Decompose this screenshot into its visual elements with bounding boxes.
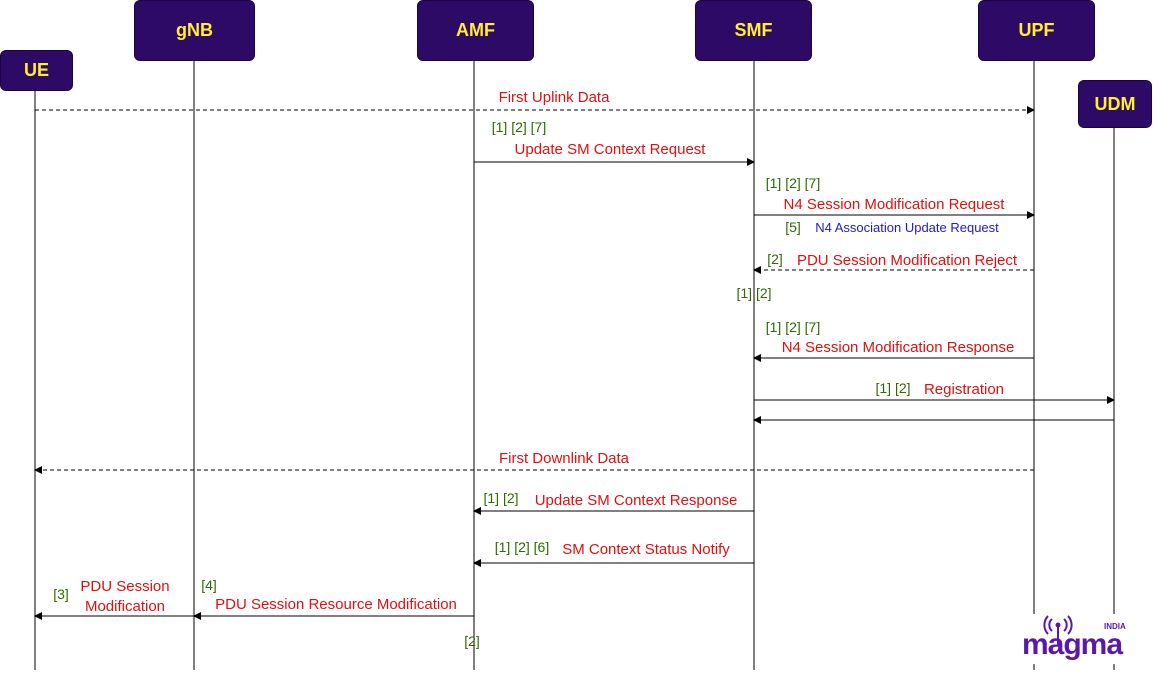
spec-ref-label: [1] [2]: [736, 285, 771, 301]
message-label: PDU Session: [80, 578, 169, 595]
spec-ref-label: [1] [2] [7]: [766, 175, 820, 191]
message-label: Update SM Context Response: [535, 492, 738, 509]
message-label: PDU Session Modification Reject: [797, 252, 1018, 269]
spec-ref-label: [3]: [53, 586, 69, 602]
spec-ref-label: [1] [2]: [875, 380, 910, 396]
message-label: PDU Session Resource Modification: [215, 596, 457, 613]
node-smf-label: SMF: [734, 20, 773, 40]
node-gnb-label: gNB: [176, 20, 213, 40]
node-upf-label: UPF: [1018, 20, 1055, 40]
magma-logo: magma INDIA: [1018, 614, 1136, 664]
message-label: SM Context Status Notify: [562, 541, 730, 558]
node-amf-label: AMF: [456, 20, 495, 40]
antenna-signal-icon: [1043, 615, 1073, 646]
message-label: N4 Session Modification Request: [784, 196, 1006, 213]
message-label: First Uplink Data: [499, 89, 611, 106]
node-udm: UDM: [1078, 80, 1152, 128]
note-label: N4 Association Update Request: [815, 220, 999, 235]
node-udm-label: UDM: [1094, 93, 1136, 114]
logo-subtitle: INDIA: [1104, 622, 1126, 631]
spec-ref-label: [5]: [785, 219, 801, 235]
spec-ref-label: [1] [2]: [483, 490, 518, 506]
spec-ref-label: [1] [2] [7]: [766, 319, 820, 335]
spec-ref-label: [2]: [767, 251, 783, 267]
logo-wordmark: magma: [1022, 628, 1123, 661]
node-smf: SMF: [695, 0, 812, 61]
spec-ref-label: [1] [2] [7]: [492, 119, 546, 135]
message-label: Registration: [924, 381, 1004, 398]
node-ue-label: UE: [23, 60, 49, 80]
message-label: Modification: [85, 598, 165, 615]
node-upf: UPF: [978, 0, 1095, 61]
spec-ref-label: [2]: [464, 633, 480, 649]
node-ue: UE: [0, 50, 73, 91]
node-gnb: gNB: [134, 0, 255, 61]
spec-ref-label: [4]: [201, 577, 217, 593]
message-label: Update SM Context Request: [515, 141, 707, 158]
message-label: First Downlink Data: [499, 450, 630, 467]
message-label: N4 Session Modification Response: [782, 339, 1015, 356]
node-amf: AMF: [417, 0, 534, 61]
spec-ref-label: [1] [2] [6]: [495, 539, 549, 555]
